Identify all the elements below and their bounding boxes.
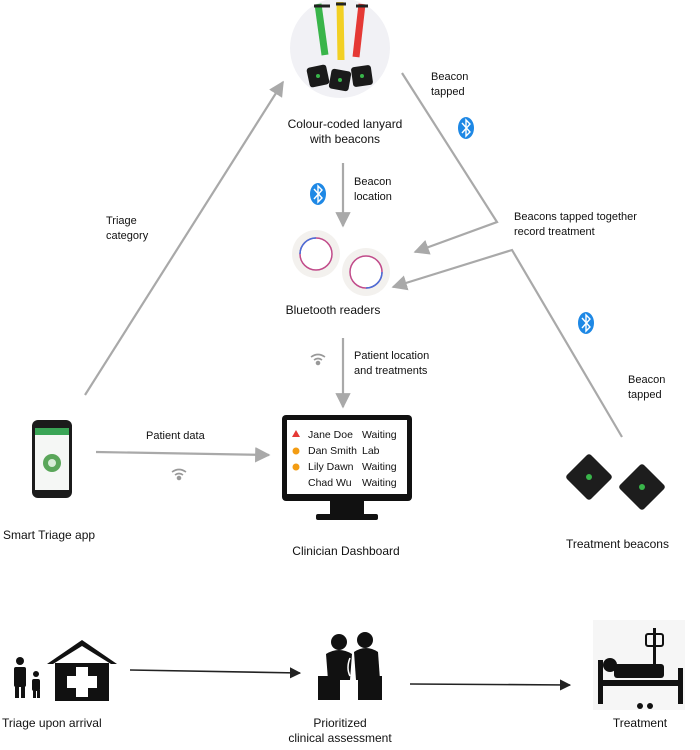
smartphone-image bbox=[32, 420, 72, 498]
dashboard-row-name: Dan Smith bbox=[308, 445, 358, 457]
triage-upon-arrival-label: Triage upon arrival bbox=[2, 716, 102, 730]
dashboard-row-status: Waiting bbox=[362, 477, 397, 489]
monitor-image bbox=[282, 415, 412, 520]
patient-location-line2: and treatments bbox=[354, 365, 428, 377]
lanyard-label-line1: Colour-coded lanyard bbox=[287, 117, 403, 131]
beacon-tapped-right-line1: Beacon bbox=[628, 374, 666, 386]
dashboard-row-status: Lab bbox=[362, 445, 380, 457]
hospital-bed-icon bbox=[593, 620, 685, 710]
lanyard-image bbox=[290, 0, 390, 98]
clinical-assessment-icon bbox=[318, 632, 382, 700]
beacon-tapped-top-label: Beacon tapped bbox=[431, 70, 501, 100]
dashboard-row-name: Chad Wu bbox=[308, 477, 352, 489]
beacon-location-line1: Beacon bbox=[354, 176, 392, 188]
clinician-dashboard-label: Clinician Dashboard bbox=[292, 544, 400, 558]
patient-location-line1: Patient location bbox=[354, 350, 430, 362]
wifi-icon bbox=[171, 468, 187, 481]
bluetooth-icon bbox=[310, 183, 326, 205]
beacon-tapped-right-line2: tapped bbox=[628, 389, 662, 401]
beacon-tapped-top-line1: Beacon bbox=[431, 71, 469, 83]
beacon-tapped-right-label: Beacon tapped bbox=[628, 373, 698, 403]
patient-data-label: Patient data bbox=[146, 430, 205, 442]
arrow-beacon-tapped-top bbox=[401, 72, 499, 255]
triage-category-line1: Triage bbox=[106, 215, 137, 227]
triage-category-line2: category bbox=[106, 230, 149, 242]
patient-location-label: Patient location and treatments bbox=[354, 349, 474, 379]
treatment-beacons-label: Treatment beacons bbox=[566, 537, 669, 551]
treatment-label: Treatment bbox=[612, 716, 668, 730]
prioritized-assessment-line1: Prioritized bbox=[313, 716, 367, 730]
beacon-tapped-top-line2: tapped bbox=[431, 86, 465, 98]
dashboard-row-name: Jane Doe bbox=[308, 429, 353, 441]
bluetooth-icon bbox=[458, 117, 474, 139]
dashboard-row-status: Waiting bbox=[362, 429, 397, 441]
prioritized-assessment-label: Prioritized clinical assessment bbox=[270, 716, 410, 746]
wifi-icon bbox=[310, 353, 326, 366]
arrow-patient-data bbox=[95, 447, 271, 463]
beacon-location-label: Beacon location bbox=[354, 175, 424, 205]
arrow-to-assessment bbox=[129, 667, 302, 679]
arrow-beacon-tapped-right bbox=[391, 248, 623, 438]
bluetooth-readers-label: Bluetooth readers bbox=[285, 303, 381, 317]
dashboard-row-status: Waiting bbox=[362, 461, 397, 473]
dashboard-row-name: Lily Dawn bbox=[308, 461, 354, 473]
arrow-to-treatment bbox=[409, 679, 572, 691]
hospital-arrival-icon bbox=[14, 640, 117, 701]
lanyard-label-line2: with beacons bbox=[309, 132, 381, 146]
prioritized-assessment-line2: clinical assessment bbox=[288, 731, 392, 745]
smart-triage-app-label: Smart Triage app bbox=[3, 528, 96, 542]
lanyard-label: Colour-coded lanyard with beacons bbox=[250, 117, 440, 147]
beacons-tapped-together-label: Beacons tapped together record treatment bbox=[514, 210, 694, 240]
bluetooth-icon bbox=[578, 312, 594, 334]
arrow-triage-category bbox=[84, 80, 284, 396]
beacons-tapped-together-line1: Beacons tapped together bbox=[514, 211, 637, 223]
beacons-tapped-together-line2: record treatment bbox=[514, 226, 595, 238]
treatment-beacons-image bbox=[566, 454, 665, 510]
triage-category-label: Triage category bbox=[106, 214, 176, 244]
beacon-location-line2: location bbox=[354, 191, 392, 203]
bluetooth-readers-image bbox=[292, 230, 390, 296]
